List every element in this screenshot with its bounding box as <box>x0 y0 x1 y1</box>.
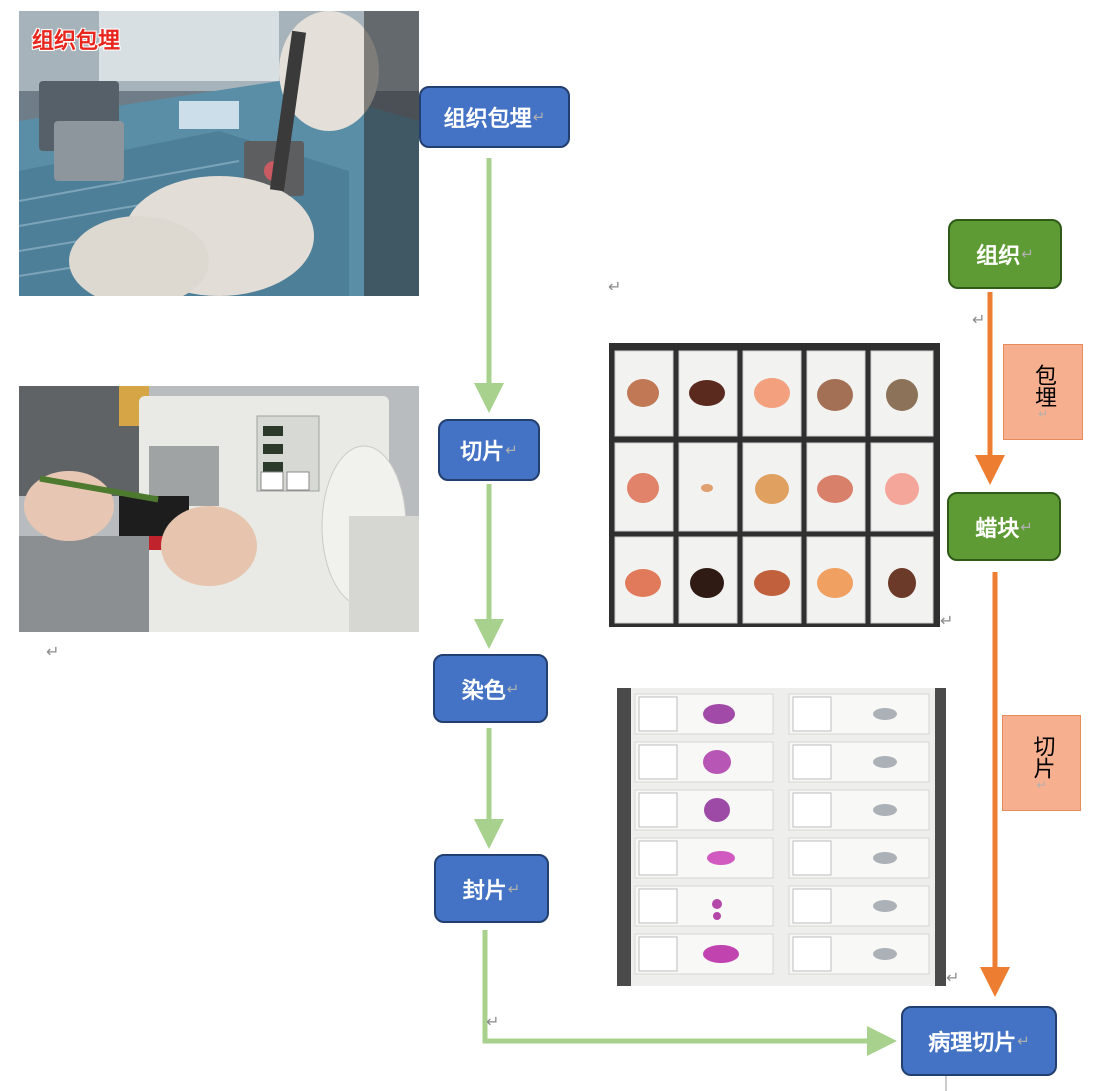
sectioning-photo <box>19 386 419 632</box>
step-node-sectioning: 切片↵ <box>438 419 540 481</box>
paragraph-mark: ↵ <box>486 1012 500 1031</box>
slides-photo <box>617 688 946 986</box>
paragraph-mark: ↵ <box>940 611 954 630</box>
edge-label-sectioning: 切片 ↵ <box>1002 715 1081 811</box>
step-node-embedding: 组织包埋↵ <box>419 86 570 148</box>
green-arrows <box>474 158 897 1056</box>
paragraph-mark: ↵ <box>946 968 960 987</box>
paragraph-mark: ↵ <box>46 642 60 661</box>
arrow-mount-to-slide <box>482 930 897 1056</box>
node-tissue: 组织↵ <box>948 219 1062 289</box>
edge-label-embedding: 包埋 ↵ <box>1003 344 1083 440</box>
paragraph-mark: ↵ <box>608 277 622 296</box>
result-node-pathology-slide: 病理切片↵ <box>901 1006 1057 1076</box>
embedding-photo-caption: 组织包埋 <box>32 29 121 54</box>
wax-blocks-photo <box>609 343 940 627</box>
embedding-photo: 组织包埋 <box>19 11 419 296</box>
orange-arrows <box>975 292 1010 997</box>
step-node-staining: 染色↵ <box>433 654 548 723</box>
node-wax-block: 蜡块↵ <box>947 492 1061 561</box>
step-node-mounting: 封片↵ <box>434 854 549 923</box>
paragraph-mark: ↵ <box>972 310 986 329</box>
